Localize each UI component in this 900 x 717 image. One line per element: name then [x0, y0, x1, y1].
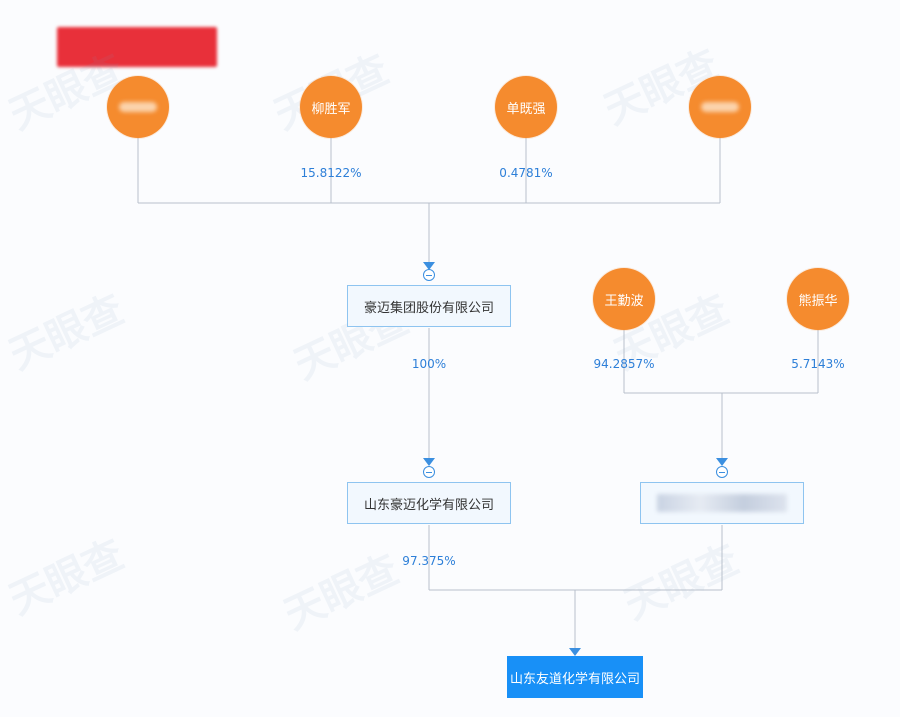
holding-percentage: 100%	[411, 357, 447, 371]
shareholder-percentage: 0.4781%	[499, 166, 553, 180]
shareholder-avatar-redacted[interactable]	[689, 76, 751, 138]
redacted-name	[701, 102, 739, 112]
company-node[interactable]: 山东豪迈化学有限公司	[347, 482, 511, 524]
shareholder-percentage: 94.2857%	[593, 357, 655, 371]
company-name: 山东豪迈化学有限公司	[363, 497, 494, 513]
collapse-toggle-icon[interactable]	[423, 269, 435, 281]
target-company-name: 山东友道化学有限公司	[509, 671, 640, 687]
shareholder-name: 单既强	[506, 101, 546, 117]
redacted-name	[119, 102, 157, 112]
company-name: 豪迈集团股份有限公司	[363, 300, 494, 316]
company-node[interactable]: 豪迈集团股份有限公司	[347, 285, 511, 327]
collapse-toggle-icon[interactable]	[716, 466, 728, 478]
shareholder-avatar[interactable]: 柳胜军	[300, 76, 362, 138]
shareholder-avatar[interactable]: 王勤波	[593, 268, 655, 330]
shareholder-percentage: 15.8122%	[300, 166, 362, 180]
redacted-banner	[57, 27, 217, 67]
shareholder-name: 王勤波	[604, 293, 644, 309]
holding-percentage: 97.375%	[402, 554, 456, 568]
redacted-company-name	[657, 494, 787, 512]
shareholder-avatar[interactable]: 单既强	[495, 76, 557, 138]
shareholder-avatar-redacted[interactable]	[107, 76, 169, 138]
collapse-toggle-icon[interactable]	[423, 466, 435, 478]
target-company-node[interactable]: 山东友道化学有限公司	[507, 656, 643, 698]
shareholder-name: 柳胜军	[311, 101, 351, 117]
shareholder-name: 熊振华	[798, 293, 838, 309]
shareholder-percentage: 5.7143%	[791, 357, 845, 371]
company-node-redacted[interactable]	[640, 482, 804, 524]
shareholder-avatar[interactable]: 熊振华	[787, 268, 849, 330]
